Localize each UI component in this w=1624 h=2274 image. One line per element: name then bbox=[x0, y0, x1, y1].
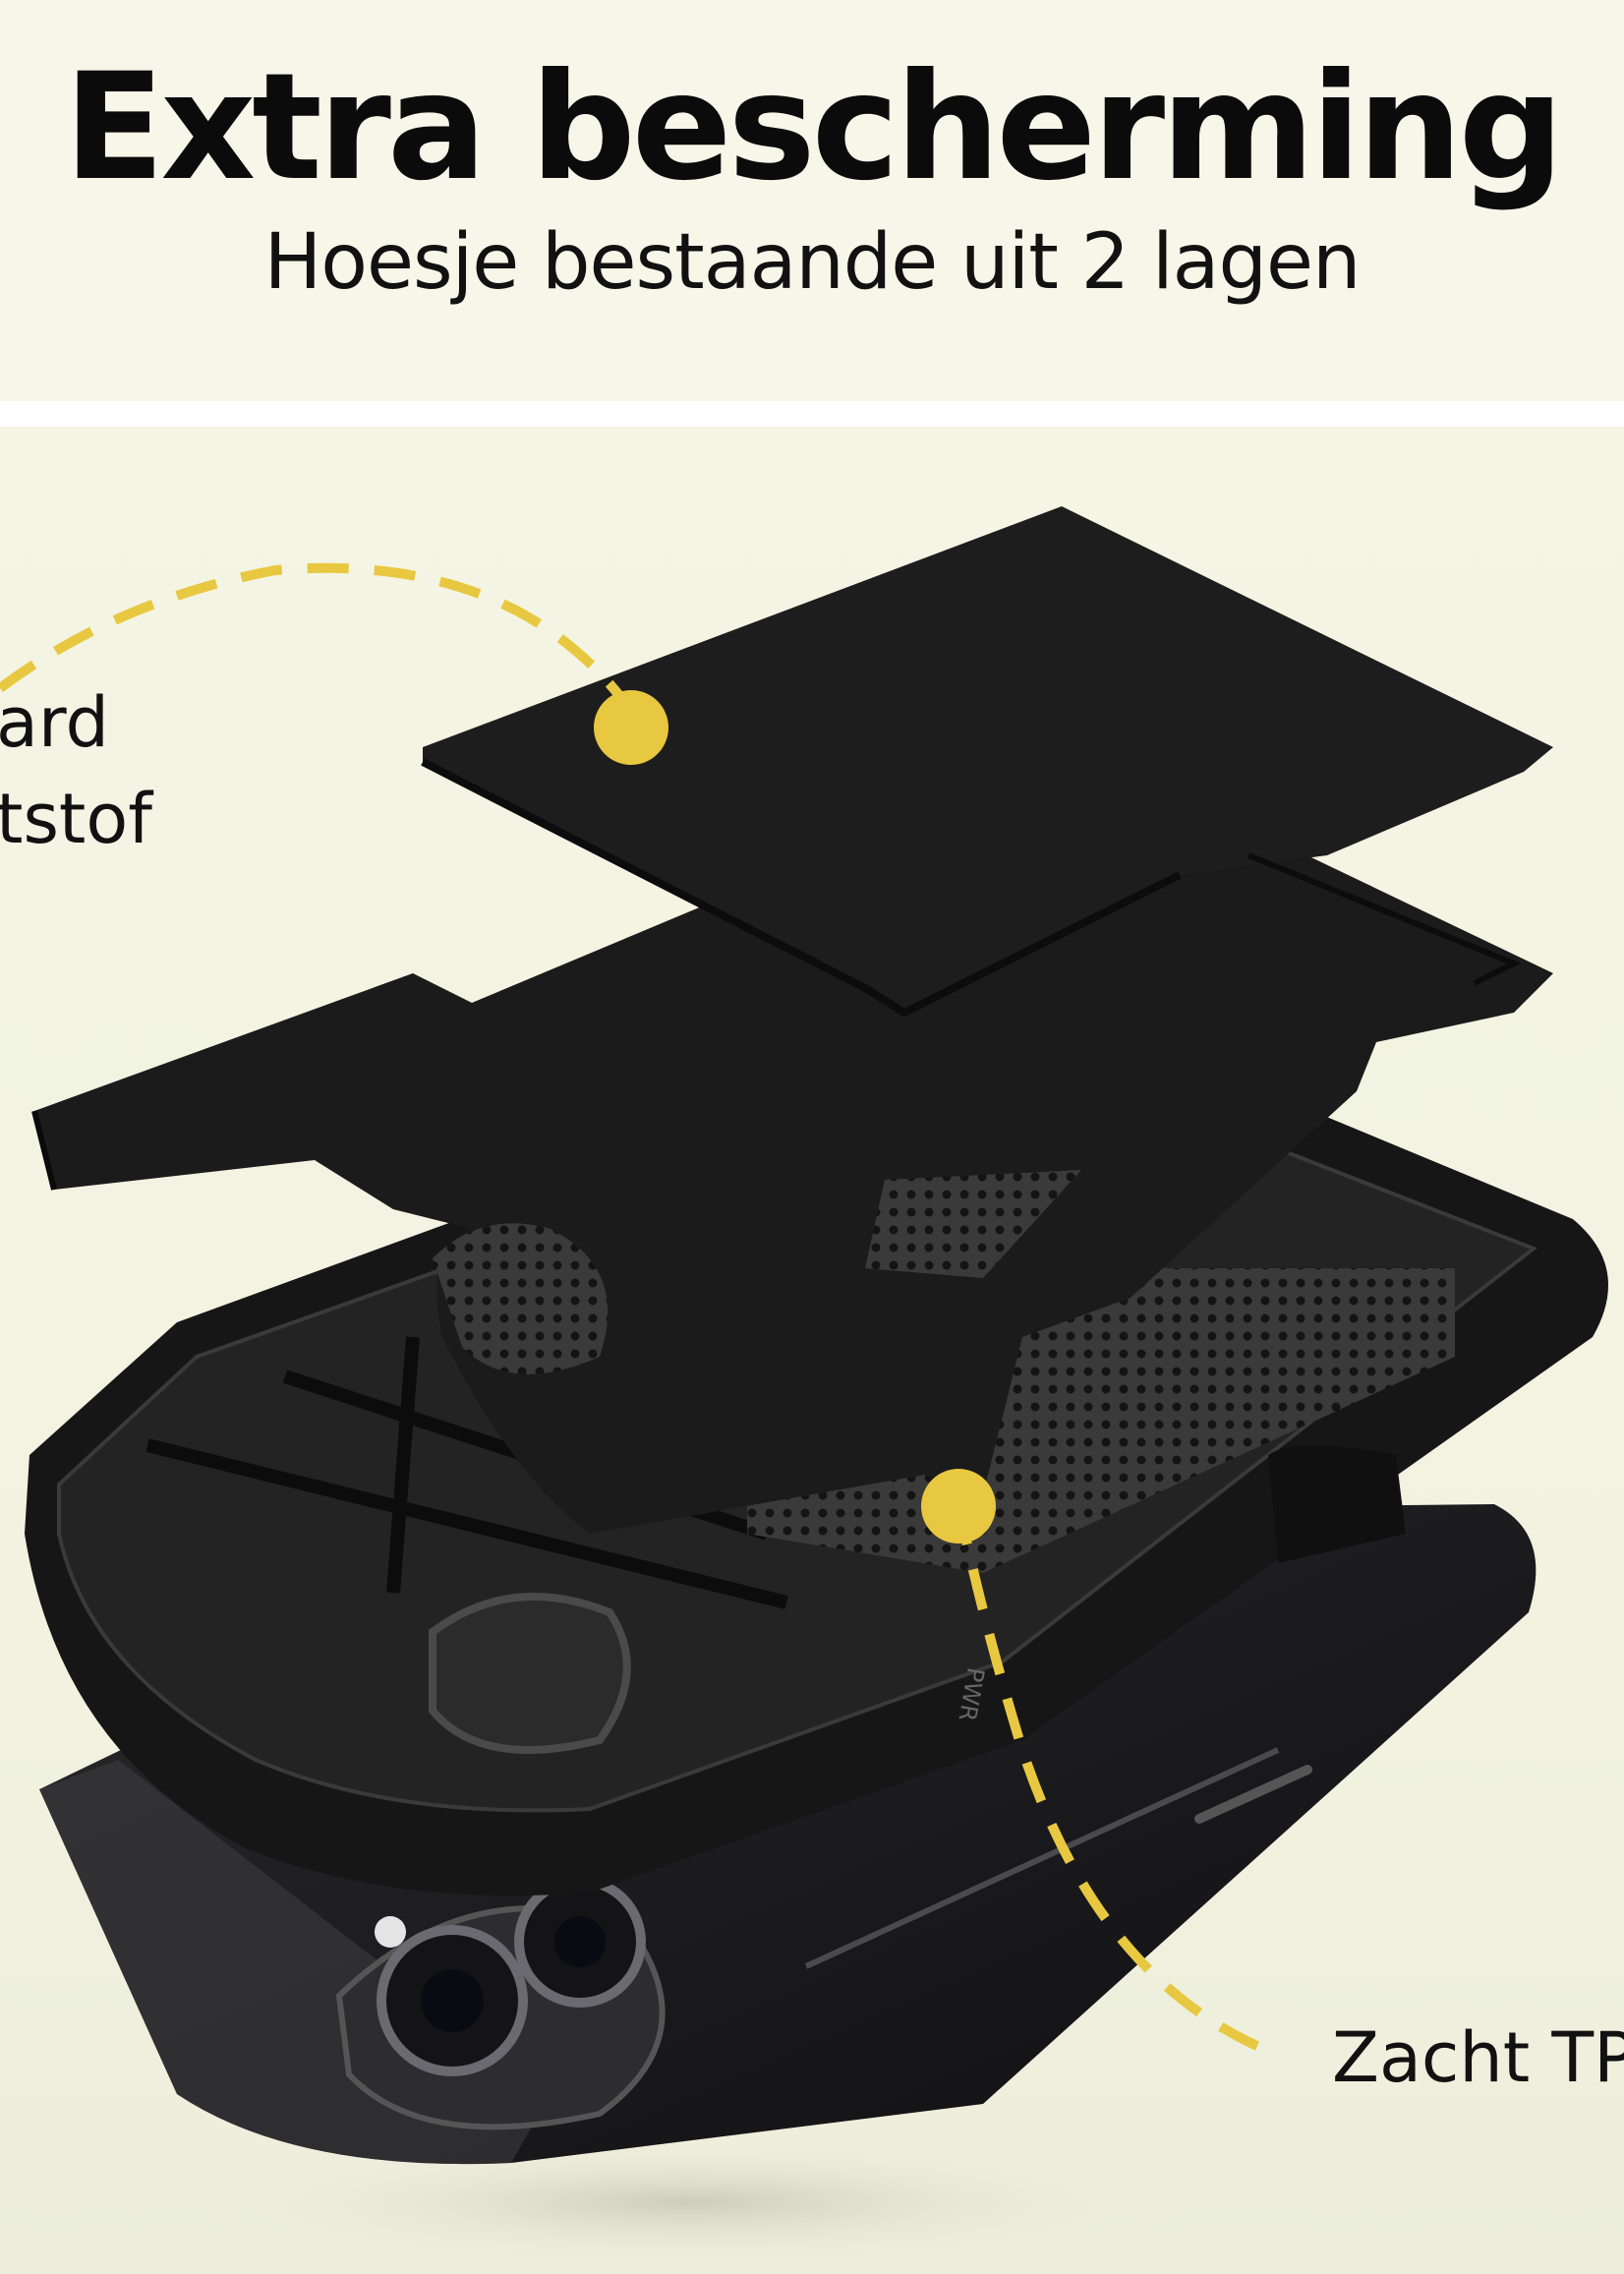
camera-module bbox=[335, 1876, 666, 2130]
callout-line-hard bbox=[0, 562, 633, 712]
flash-icon bbox=[375, 1916, 406, 1948]
header-banner: Extra bescherming Hoesje bestaande uit 2… bbox=[0, 0, 1624, 401]
label-soft: Zacht TP bbox=[1332, 2017, 1624, 2098]
page-subtitle: Hoesje bestaande uit 2 lagen bbox=[263, 218, 1362, 307]
label-hard-line2: tstof bbox=[0, 779, 152, 859]
callout-dot-hard bbox=[594, 690, 668, 765]
card-slide-lid bbox=[421, 506, 1553, 1018]
ground-shadow bbox=[177, 2133, 1199, 2271]
label-hard-line1: ard bbox=[0, 682, 109, 763]
callout-line-soft bbox=[954, 1502, 1280, 2060]
product-illustration: PWR bbox=[0, 506, 1608, 2271]
page-title: Extra bescherming bbox=[63, 42, 1564, 213]
product-scene: PWR bbox=[0, 427, 1624, 2274]
divider bbox=[0, 401, 1624, 427]
callout-dot-soft bbox=[921, 1469, 996, 1544]
hard-outer-shell bbox=[31, 747, 1553, 1534]
